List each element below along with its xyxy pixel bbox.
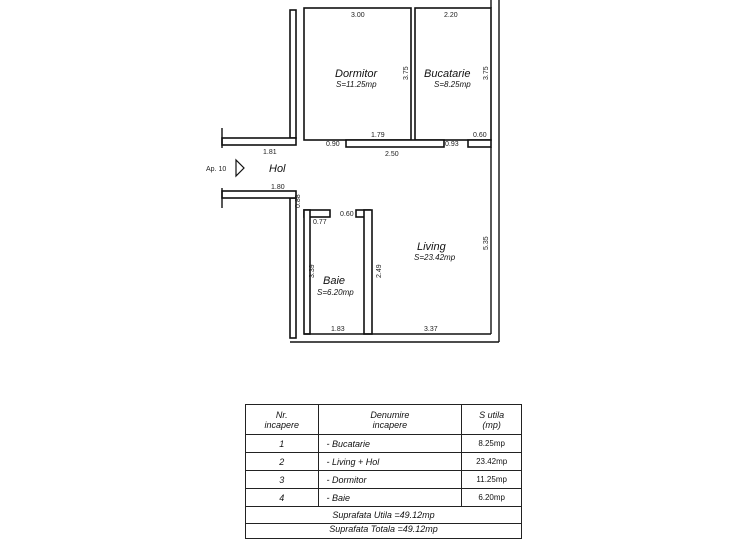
legend-row-nr: 4 [245, 488, 319, 507]
legend-header-den-line1: Denumire [370, 410, 410, 420]
legend-total-totala-row: Suprafata Totala =49.12mp [245, 523, 522, 539]
wall-baie-right [363, 209, 373, 335]
room-bucatarie-name: Bucatarie [424, 68, 470, 80]
legend-row: 1 - Bucatarie 8.25mp [245, 434, 522, 453]
dim-corridor-mid: 1.79 [371, 132, 385, 139]
dim-dormitor-top: 3.00 [351, 12, 365, 19]
dim-baie-door-w: 0.77 [313, 219, 327, 226]
legend-row-su: 8.25mp [461, 434, 522, 453]
room-dormitor-area: S=11.25mp [336, 80, 377, 89]
room-dormitor-walls [303, 7, 412, 141]
legend-header-su-line2: (mp) [482, 420, 501, 430]
room-dormitor-name: Dormitor [335, 68, 379, 80]
dim-right-small: 0.60 [473, 132, 487, 139]
legend-table: Nr. incapere Denumire incapere S utila (… [245, 404, 522, 539]
legend-total-utila: Suprafata Utila =49.12mp [245, 506, 522, 524]
legend-row-name: - Baie [317, 488, 463, 507]
dim-living-bottom: 3.37 [424, 326, 438, 333]
legend-row: 2 - Living + Hol 23.42mp [245, 452, 522, 471]
dim-baie-bottom: 1.83 [331, 326, 345, 333]
legend-row-name: - Living + Hol [317, 452, 463, 471]
room-bucatarie-walls [414, 7, 492, 141]
room-baie-name: Baie [323, 275, 345, 287]
legend-header-den: Denumire incapere [317, 404, 463, 435]
legend-header-row: Nr. incapere Denumire incapere S utila (… [245, 404, 522, 435]
legend-header-nr-line1: Nr. [275, 410, 288, 420]
legend-row: 4 - Baie 6.20mp [245, 488, 522, 507]
floor-plan: Ap. 10 Dormitor S=11.25mp Bucatarie S=8.… [206, 0, 500, 343]
legend-row-name: - Bucatarie [317, 434, 463, 453]
legend-total-utila-row: Suprafata Utila =49.12mp [245, 506, 522, 524]
room-hol-name: Hol [269, 163, 286, 175]
legend-header-nr: Nr. incapere [245, 404, 319, 435]
legend-header-nr-line2: incapere [264, 420, 300, 430]
dim-bucatarie-side: 3.75 [483, 66, 490, 80]
legend-header-su: S utila (mp) [461, 404, 522, 435]
entrance-label: Ap. 10 [206, 166, 226, 173]
legend-row-su: 11.25mp [461, 470, 522, 489]
wall-entrance-bottom [221, 190, 297, 199]
room-living-area: S=23.42mp [414, 253, 456, 262]
dim-door-left: 0.90 [326, 141, 340, 148]
legend-header-den-line2: incapere [372, 420, 408, 430]
wall-left-upper [289, 9, 297, 139]
room-bucatarie-area: S=8.25mp [434, 80, 471, 89]
dim-door-right: 0.93 [445, 141, 459, 148]
legend-row: 3 - Dormitor 11.25mp [245, 470, 522, 489]
legend-total-totala: Suprafata Totala =49.12mp [245, 523, 522, 539]
dim-baie-left: 3.39 [309, 264, 316, 278]
legend-header-su-line1: S utila [479, 410, 505, 420]
legend-row-nr: 2 [245, 452, 319, 471]
dim-hol-top: 1.81 [263, 149, 277, 156]
room-baie-area: S=6.20mp [317, 288, 354, 297]
dim-bucatarie-top: 2.20 [444, 12, 458, 19]
dim-baie-door-r: 0.60 [340, 211, 354, 218]
legend-row-su: 6.20mp [461, 488, 522, 507]
wall-entrance-top [221, 137, 297, 146]
wall-corridor-mid [345, 139, 445, 148]
room-living-name: Living [417, 241, 447, 253]
dim-hol-left-v: 0.88 [295, 194, 302, 208]
dim-hol-bottom: 1.80 [271, 184, 285, 191]
dim-dormitor-side: 3.75 [403, 66, 410, 80]
dim-living-side: 5.35 [483, 236, 490, 250]
wall-left-lower [289, 197, 297, 339]
legend-row-nr: 3 [245, 470, 319, 489]
dim-span-250: 2.50 [385, 151, 399, 158]
legend-row-su: 23.42mp [461, 452, 522, 471]
wall-corridor-right [467, 139, 492, 148]
dim-baie-right: 2.49 [376, 264, 383, 278]
legend-row-name: - Dormitor [317, 470, 463, 489]
legend-row-nr: 1 [245, 434, 319, 453]
entrance-arrow-icon [235, 158, 245, 178]
